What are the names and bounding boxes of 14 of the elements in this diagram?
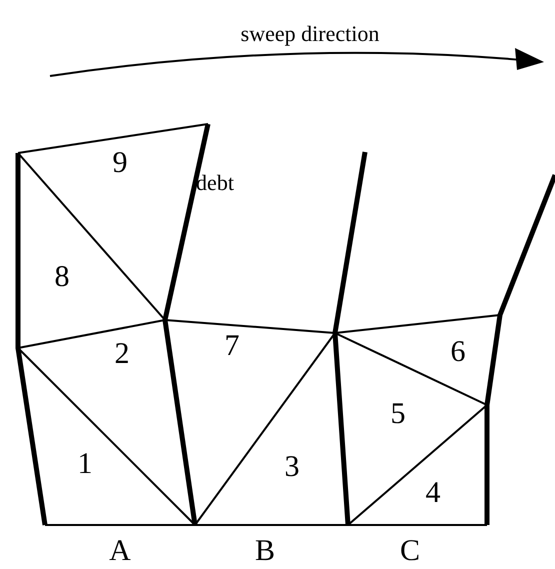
mesh-label: 8 [54,262,70,292]
mesh-label: 1 [78,449,92,479]
mesh-label: B [255,536,275,566]
mesh-label: 3 [284,452,300,482]
mesh-label: 7 [224,331,240,361]
mesh-label: 5 [390,399,406,429]
mesh-label: C [400,536,420,566]
direction-label: sweep direction [240,23,380,45]
mesh-label: A [109,536,131,566]
mesh-label: 4 [426,478,440,508]
mesh-label: 2 [114,339,130,369]
mesh-label: debt [196,172,234,194]
mesh-label: 9 [112,148,128,178]
mesh-label: 6 [450,337,466,367]
